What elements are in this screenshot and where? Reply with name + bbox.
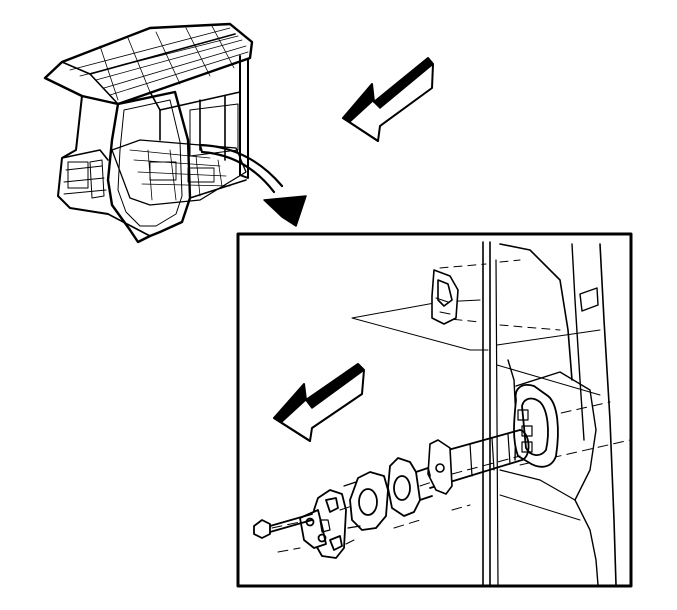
mounting-tab-icon [431,269,459,325]
forward-arrow-icon [273,363,365,442]
detail-view [253,241,631,586]
pillar-panel-icon [482,241,617,586]
forward-arrow-icon [342,57,434,142]
bolt-icon [253,513,313,539]
bracket-plate-icon [299,489,347,559]
assembly-axis-lower [277,504,471,553]
truck-cab-icon [43,22,254,244]
assembly-axis [271,455,521,529]
curved-callout-arrow-icon [198,143,307,227]
gasket-icon [343,457,433,531]
mounting-tab-icon [427,439,453,495]
grommet-icon [513,384,559,468]
